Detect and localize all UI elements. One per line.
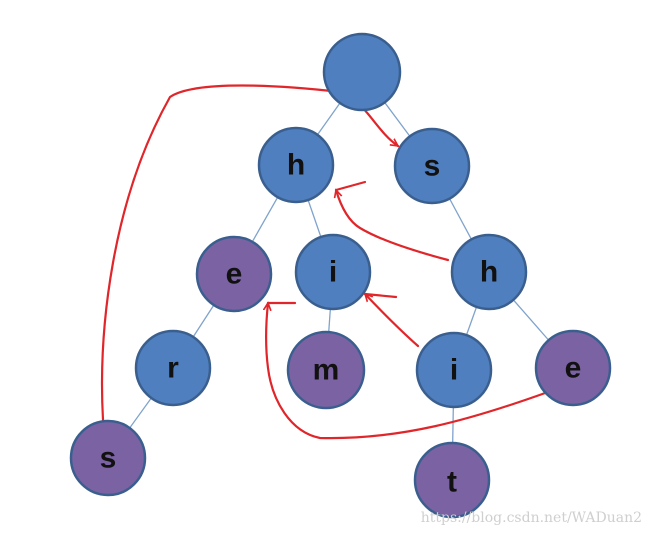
node-shi: i — [415, 331, 493, 409]
svg-text:i: i — [450, 354, 458, 387]
watermark-text: https://blog.csdn.net/WADuan2 — [421, 510, 642, 526]
svg-text:t: t — [447, 466, 457, 499]
svg-text:i: i — [329, 256, 337, 289]
svg-text:r: r — [167, 352, 179, 385]
fail-link-h-stub — [334, 180, 367, 192]
node-she-terminal: e — [534, 329, 612, 407]
node-sh: h — [450, 233, 528, 311]
trie-nodes: h s e i h r m — [69, 32, 612, 519]
fail-link-i-to-i — [365, 294, 420, 348]
node-root — [322, 32, 402, 112]
node-m-terminal: m — [286, 330, 366, 410]
node-s: s — [393, 127, 471, 205]
svg-text:h: h — [480, 256, 498, 289]
node-r: r — [134, 329, 212, 407]
svg-text:m: m — [313, 354, 340, 387]
fail-link-i-stub — [363, 292, 398, 299]
fail-link-h-to-h — [336, 190, 450, 262]
svg-text:h: h — [287, 149, 305, 182]
svg-text:s: s — [424, 150, 441, 183]
svg-text:e: e — [565, 352, 582, 385]
node-t-terminal: t — [413, 441, 491, 519]
svg-text:s: s — [100, 442, 117, 475]
node-e-terminal: e — [195, 235, 273, 313]
node-i: i — [294, 233, 372, 311]
svg-text:e: e — [226, 258, 243, 291]
node-s-terminal: s — [69, 419, 147, 497]
node-h: h — [257, 126, 335, 204]
fail-link-e-to-e — [266, 303, 550, 440]
